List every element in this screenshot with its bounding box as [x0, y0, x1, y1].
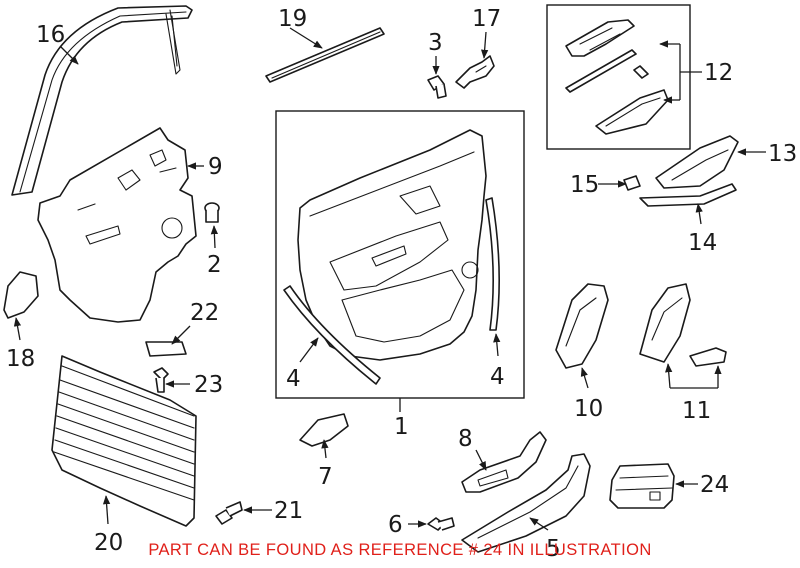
- part-bolt-6: [427, 517, 455, 531]
- reference-notice: PART CAN BE FOUND AS REFERENCE # 24 IN I…: [148, 541, 652, 559]
- callout-5: 5: [546, 536, 561, 562]
- callout-9: 9: [208, 154, 223, 180]
- part-bolt-3: [427, 75, 447, 99]
- callout-10: 10: [574, 396, 603, 422]
- part-sunshade: [51, 355, 197, 527]
- callout-6: 6: [388, 512, 403, 538]
- callout-4-left: 4: [286, 366, 301, 392]
- callout-11: 11: [682, 398, 711, 424]
- part-module-24: [609, 463, 675, 509]
- part-trim-13-15-14: [623, 135, 739, 207]
- part-belt-molding: [265, 27, 385, 83]
- callout-8: 8: [458, 426, 473, 452]
- callout-13: 13: [768, 141, 797, 167]
- callout-16: 16: [36, 22, 65, 48]
- callout-19: 19: [278, 6, 307, 32]
- callout-22: 22: [190, 300, 219, 326]
- part-bolt-23: [153, 367, 169, 393]
- leader-lines: [13, 27, 766, 531]
- part-bracket-17: [455, 55, 495, 89]
- callout-23: 23: [194, 372, 223, 398]
- part-seal-strips: [283, 197, 500, 385]
- callout-4-right: 4: [490, 364, 505, 390]
- callout-14: 14: [688, 230, 717, 256]
- callout-2: 2: [207, 252, 222, 278]
- callout-labels: 16 19 3 17 12 9 2 13 15 14 18 22 23 4 4 …: [6, 6, 797, 562]
- callout-12: 12: [704, 60, 733, 86]
- callout-7: 7: [318, 464, 333, 490]
- callout-1: 1: [394, 414, 409, 440]
- part-pad-22: [145, 341, 187, 357]
- part-cover-7: [299, 413, 349, 447]
- callout-24: 24: [700, 472, 729, 498]
- part-inner-panel: [37, 127, 197, 323]
- part-speaker-trims: [555, 283, 727, 369]
- callout-15: 15: [570, 172, 599, 198]
- part-clip: [204, 202, 220, 223]
- part-handle-assembly: [565, 19, 669, 135]
- part-door-trim-panel: [297, 129, 487, 361]
- callout-3: 3: [428, 30, 443, 56]
- callout-17: 17: [472, 6, 501, 32]
- part-bolt-21: [215, 501, 243, 525]
- part-bracket-18: [3, 271, 39, 319]
- callout-18: 18: [6, 346, 35, 372]
- part-armrest: [461, 453, 591, 553]
- group-frame-12: [546, 4, 691, 150]
- callout-21: 21: [274, 498, 303, 524]
- part-switch-housing: [461, 431, 547, 493]
- callout-20: 20: [94, 530, 123, 556]
